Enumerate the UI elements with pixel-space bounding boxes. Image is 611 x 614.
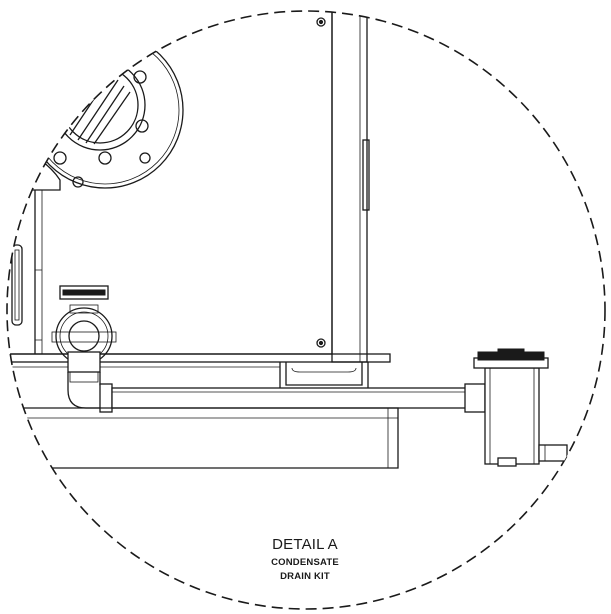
condensate-trap [464, 348, 568, 467]
unit-drawing [7, 11, 568, 469]
flange-port [7, 31, 184, 191]
detail-subtitle-line2: DRAIN KIT [280, 571, 330, 582]
drain-pipe [111, 387, 473, 409]
drain-fitting [51, 304, 117, 365]
left-handle [11, 244, 23, 326]
base-rail [7, 353, 391, 363]
base-platform [7, 407, 399, 469]
label-plate [59, 285, 109, 300]
screw-icon [316, 338, 326, 348]
cabinet-panel [7, 11, 333, 355]
detail-boundary-circle [6, 10, 606, 610]
side-latch [362, 139, 370, 211]
screw-icon [316, 17, 326, 27]
drain-elbow [67, 351, 113, 413]
detail-title: DETAIL A [272, 536, 338, 553]
cabinet-side-frame [331, 11, 368, 363]
detail-subtitle-line1: CONDENSATE [271, 557, 339, 568]
support-bracket [279, 362, 369, 391]
